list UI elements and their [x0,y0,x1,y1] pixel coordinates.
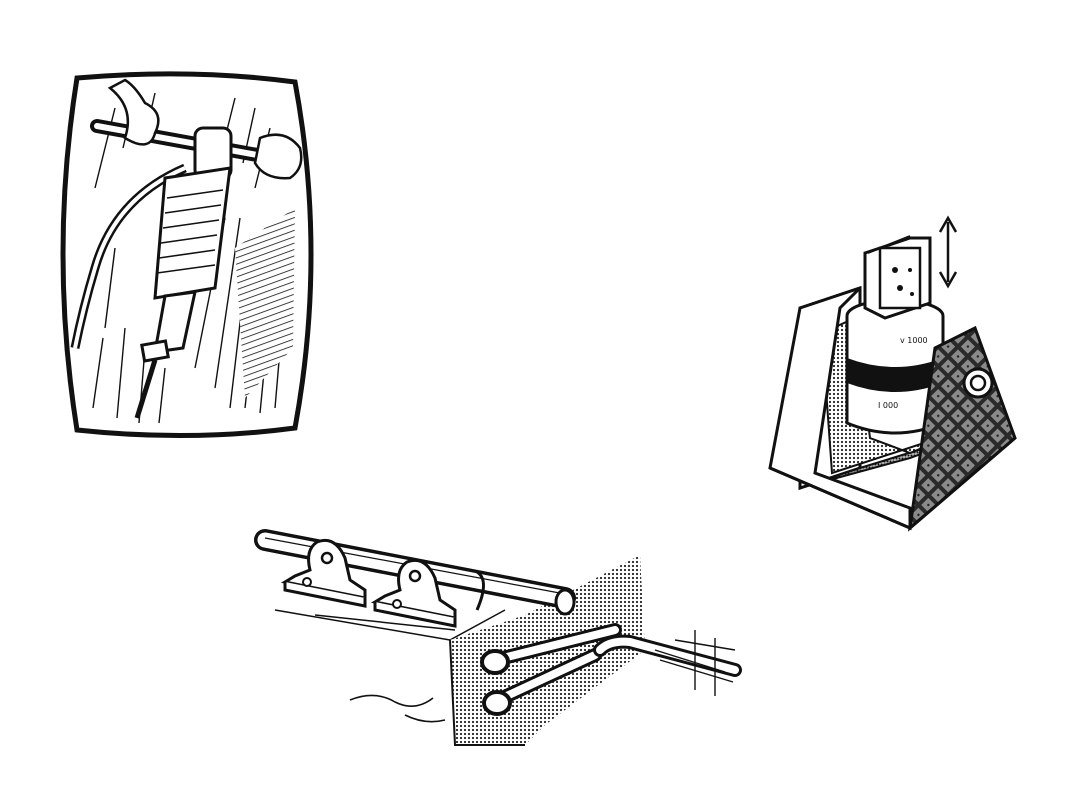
shaft-bearings-illustration [254,520,755,760]
svg-text:I 000: I 000 [878,401,898,410]
vibration-shaker-illustration: v 1000 I 000 [760,208,1030,538]
jackhammer-illustration [55,68,325,440]
svg-text:v 1000: v 1000 [900,336,928,345]
